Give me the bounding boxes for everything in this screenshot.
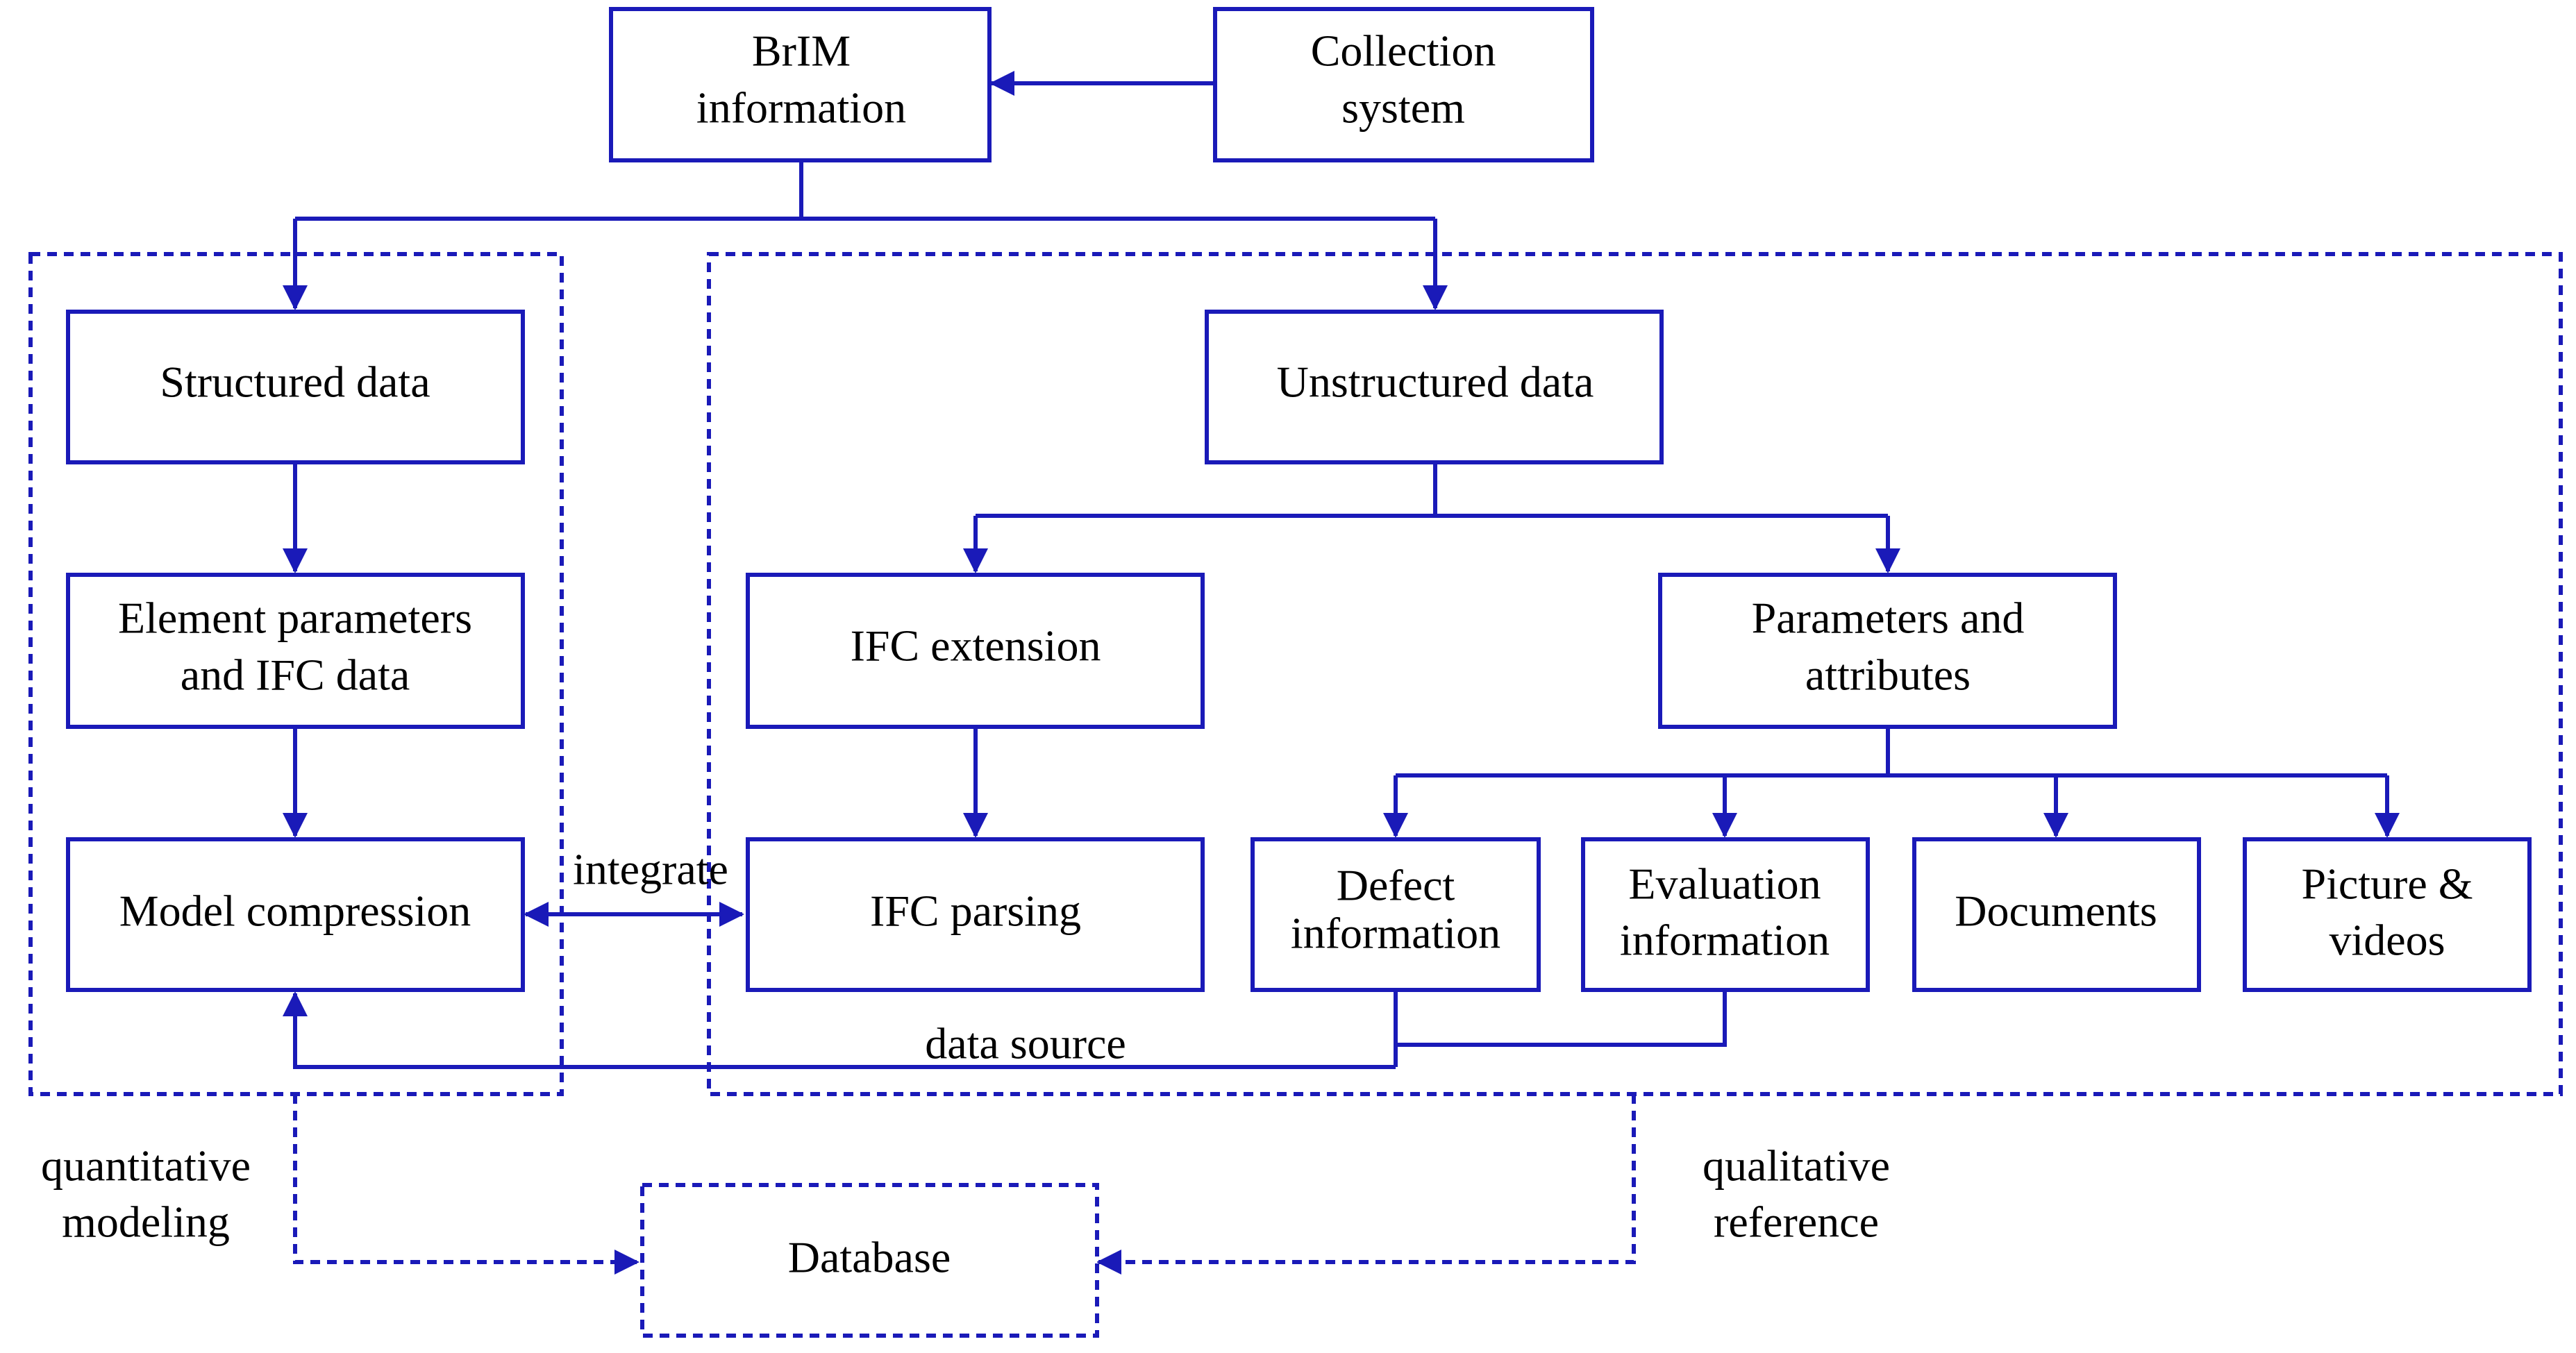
- brim-information-label-2: information: [696, 83, 906, 133]
- brim-information-label-1: BrIM: [752, 26, 851, 76]
- integrate-label: integrate: [573, 845, 728, 894]
- evaluation-information-node: Evaluation information: [1581, 837, 1870, 992]
- documents-node: Documents: [1912, 837, 2201, 992]
- element-parameters-node: Element parameters and IFC data: [66, 573, 525, 729]
- database-box: [640, 1183, 1099, 1338]
- quantitative-label-1: quantitative: [41, 1141, 251, 1191]
- defect-information-node: Defect information: [1251, 837, 1541, 992]
- data-source-label: data source: [925, 1019, 1126, 1068]
- database-node: Database: [640, 1183, 1099, 1338]
- unstructured-data-label: Unstructured data: [1277, 358, 1594, 407]
- database-label: Database: [788, 1233, 951, 1282]
- edge-qualitative-to-database: [1096, 1094, 1636, 1275]
- pictures-videos-node: Picture & videos: [2243, 837, 2532, 992]
- model-compression-label: Model compression: [119, 886, 471, 936]
- model-compression-box: [66, 837, 525, 992]
- parameters-attributes-label-1: Parameters and: [1752, 594, 2025, 643]
- unstructured-data-box: [1205, 310, 1664, 464]
- ifc-parsing-label: IFC parsing: [870, 886, 1081, 936]
- edge-brim-split: [295, 160, 1435, 221]
- pictures-videos-box: [2243, 837, 2532, 992]
- ifc-parsing-node: IFC parsing: [746, 837, 1205, 992]
- documents-box: [1912, 837, 2201, 992]
- ifc-parsing-box: [746, 837, 1205, 992]
- ifc-extension-label: IFC extension: [851, 621, 1101, 671]
- collection-system-node: Collection system: [1213, 7, 1594, 162]
- defect-information-label-1: Defect: [1337, 861, 1455, 910]
- element-parameters-label-1: Element parameters: [118, 594, 472, 643]
- brim-information-node: BrIM information: [609, 7, 992, 162]
- model-compression-node: Model compression: [66, 837, 525, 992]
- qualitative-label-2: reference: [1714, 1197, 1879, 1247]
- collection-system-box: [1213, 7, 1594, 162]
- ifc-extension-node: IFC extension: [746, 573, 1205, 729]
- parameters-attributes-node: Parameters and attributes: [1658, 573, 2117, 729]
- element-parameters-box: [66, 573, 525, 729]
- structured-data-node: Structured data: [66, 310, 525, 464]
- pictures-videos-label-2: videos: [2329, 916, 2445, 965]
- documents-label: Documents: [1955, 886, 2157, 936]
- edge-quantitative-to-database: [293, 1094, 639, 1275]
- collection-system-label-2: system: [1341, 83, 1465, 133]
- structured-data-label: Structured data: [160, 358, 430, 407]
- evaluation-information-box: [1581, 837, 1870, 992]
- evaluation-information-label-2: information: [1620, 916, 1830, 965]
- quantitative-label-2: modeling: [62, 1197, 230, 1247]
- structured-data-box: [66, 310, 525, 464]
- ifc-extension-box: [746, 573, 1205, 729]
- element-parameters-label-2: and IFC data: [181, 650, 410, 700]
- parameters-attributes-box: [1658, 573, 2117, 729]
- pictures-videos-label-1: Picture &: [2301, 859, 2473, 909]
- evaluation-information-label-1: Evaluation: [1628, 859, 1821, 909]
- edge-data-source: [295, 989, 1727, 1069]
- collection-system-label-1: Collection: [1311, 26, 1496, 76]
- qualitative-label-1: qualitative: [1703, 1141, 1890, 1191]
- parameters-attributes-label-2: attributes: [1805, 650, 1971, 700]
- brim-information-box: [609, 7, 992, 162]
- unstructured-data-node: Unstructured data: [1205, 310, 1664, 464]
- edge-unstructured-split: [976, 462, 1888, 518]
- defect-information-box: [1251, 837, 1541, 992]
- edge-params-split: [1396, 727, 2387, 778]
- defect-information-label-2: information: [1291, 909, 1500, 958]
- connectors: [295, 71, 2400, 1069]
